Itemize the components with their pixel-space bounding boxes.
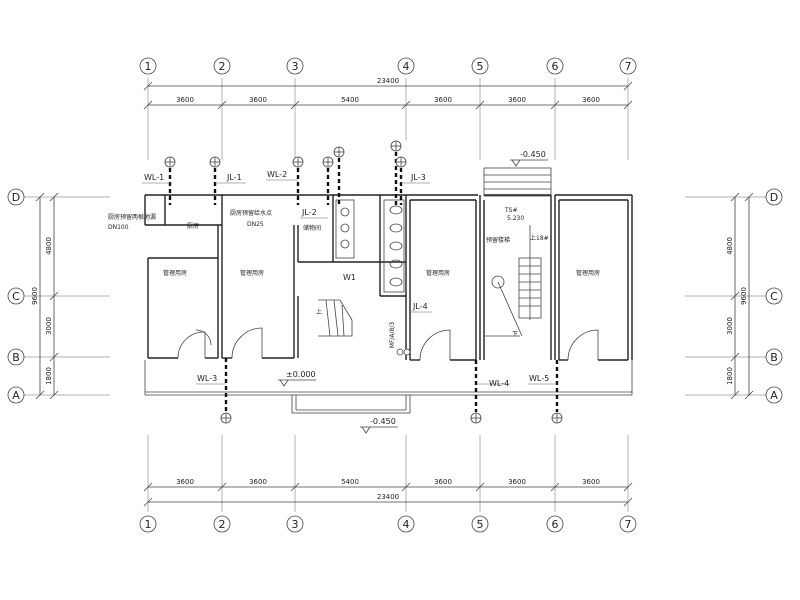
axis-bubble-right-B: B — [770, 351, 778, 364]
dim-total-top: 23400 — [377, 77, 399, 85]
level-top: -0.450 — [520, 150, 546, 159]
axis-bubble-top-4: 4 — [403, 60, 410, 73]
dim-right-total: 9600 — [740, 287, 748, 305]
pipe-tags: WL-1 JL-1 WL-2 JL-2 JL-3 JL-4 WL-3 WL-4 … — [144, 170, 549, 388]
dim-total-bottom: 23400 — [377, 493, 399, 501]
pipe-symbols — [164, 140, 563, 424]
dim-bottom-span-6: 3600 — [582, 478, 600, 486]
dim-right-top: 4800 — [726, 237, 734, 255]
note-vertical: MF/A/8/3 — [389, 322, 396, 349]
dim-right-bottom: 1800 — [726, 367, 734, 385]
top-dimensions: 23400 3600 3600 5400 3600 3600 3600 — [143, 77, 633, 110]
note-reserved-water: 厨房预留给水点 — [230, 209, 272, 217]
room-labels: 厨房 储物间 W1 管理用房 管理用房 管理用房 管理用房 — [163, 222, 600, 282]
note-dn100: DN100 — [108, 224, 129, 231]
level-roof-prefix: TS# — [504, 207, 518, 214]
axis-bubble-top-2: 2 — [219, 60, 226, 73]
dim-span-4: 3600 — [434, 96, 452, 104]
building-walls — [144, 194, 633, 414]
level-roof: 5.230 — [507, 215, 524, 222]
dim-span-5: 3600 — [508, 96, 526, 104]
pipe-tag-wl4: WL-4 — [489, 379, 509, 388]
room-label-mgr-2: 管理用房 — [240, 269, 264, 277]
axis-bubble-left-C: C — [12, 290, 20, 303]
axis-grid — [24, 78, 766, 512]
pipe-tag-jl1: JL-1 — [226, 173, 242, 182]
axis-bubble-top-3: 3 — [292, 60, 299, 73]
pipe-tag-wl1: WL-1 — [144, 173, 164, 182]
axis-bubble-left-A: A — [12, 389, 20, 402]
axis-bubble-right-D: D — [770, 191, 778, 204]
dim-bottom-span-1: 3600 — [176, 478, 194, 486]
room-label-mgr-1: 管理用房 — [163, 269, 187, 277]
side-dimensions: 9600 4800 3000 1800 4800 3000 1800 9600 — [31, 192, 754, 400]
interior-stair: 上 — [316, 299, 353, 337]
axis-bubble-bottom-6: 6 — [552, 518, 559, 531]
dim-bottom-span-2: 3600 — [249, 478, 267, 486]
notes: 厨房预留两根地漏 DN100 厨房预留给水点 DN25 预留楼梯 上18# 下 … — [108, 150, 549, 434]
dim-left-top: 4800 — [45, 237, 53, 255]
level-zero: ±0.000 — [286, 370, 316, 379]
axis-bubble-bottom-5: 5 — [477, 518, 484, 531]
pipe-tag-wl5: WL-5 — [529, 374, 549, 383]
axis-bubble-top-1: 1 — [145, 60, 152, 73]
axis-bubble-bottom-7: 7 — [625, 518, 632, 531]
dim-span-1: 3600 — [176, 96, 194, 104]
axis-bubble-bottom-1: 1 — [145, 518, 152, 531]
dim-span-2: 3600 — [249, 96, 267, 104]
axis-bubble-top-7: 7 — [625, 60, 632, 73]
room-label-wc: W1 — [343, 273, 356, 282]
note-stair-well: 预留楼梯 — [486, 236, 510, 244]
axis-bubbles-bottom: 1 2 3 4 5 6 7 — [139, 515, 637, 533]
stair-up-label: 上 — [316, 308, 322, 316]
room-label-mgr-3: 管理用房 — [426, 269, 450, 277]
dim-span-3: 5400 — [341, 96, 359, 104]
dim-bottom-span-4: 3600 — [434, 478, 452, 486]
note-reserved-drain: 厨房预留两根地漏 — [108, 213, 156, 221]
dim-bottom-span-3: 5400 — [341, 478, 359, 486]
room-label-kitchen: 厨房 — [187, 222, 199, 230]
axis-bubble-left-D: D — [12, 191, 20, 204]
axis-bubble-top-6: 6 — [552, 60, 559, 73]
stair-well — [483, 167, 552, 337]
bottom-dimensions: 3600 3600 5400 3600 3600 3600 23400 — [143, 478, 633, 507]
note-down: 下 — [512, 331, 518, 338]
axis-bubble-right-A: A — [770, 389, 778, 402]
pipes — [168, 152, 559, 412]
pipe-leaders — [142, 179, 557, 385]
pipe-tag-wl3: WL-3 — [197, 374, 217, 383]
pipe-tag-jl4: JL-4 — [412, 302, 428, 311]
axis-bubble-bottom-4: 4 — [403, 518, 410, 531]
pipe-tag-jl3: JL-3 — [410, 173, 426, 182]
pipe-tag-wl2: WL-2 — [267, 170, 287, 179]
axis-bubble-bottom-2: 2 — [219, 518, 226, 531]
axis-bubble-bottom-3: 3 — [292, 518, 299, 531]
dim-left-total: 9600 — [31, 287, 39, 305]
dim-span-6: 3600 — [582, 96, 600, 104]
wc-fixtures — [335, 199, 405, 293]
axis-bubble-left-B: B — [12, 351, 20, 364]
room-label-storage: 储物间 — [303, 224, 321, 232]
dim-bottom-span-5: 3600 — [508, 478, 526, 486]
dim-left-bottom: 1800 — [45, 367, 53, 385]
level-bottom: -0.450 — [370, 417, 396, 426]
axis-bubble-right-C: C — [770, 290, 778, 303]
room-label-mgr-4: 管理用房 — [576, 269, 600, 277]
dim-left-mid: 3000 — [45, 317, 53, 335]
note-dn25: DN25 — [247, 221, 264, 228]
axis-bubbles-sides: D C B A D C B A — [7, 188, 783, 404]
axis-bubble-top-5: 5 — [477, 60, 484, 73]
note-up18: 上18# — [530, 234, 549, 242]
axis-bubbles-top: 1 2 3 4 5 6 7 — [139, 57, 637, 75]
pipe-tag-jl2: JL-2 — [301, 208, 317, 217]
dim-right-mid: 3000 — [726, 317, 734, 335]
doors — [177, 327, 599, 361]
